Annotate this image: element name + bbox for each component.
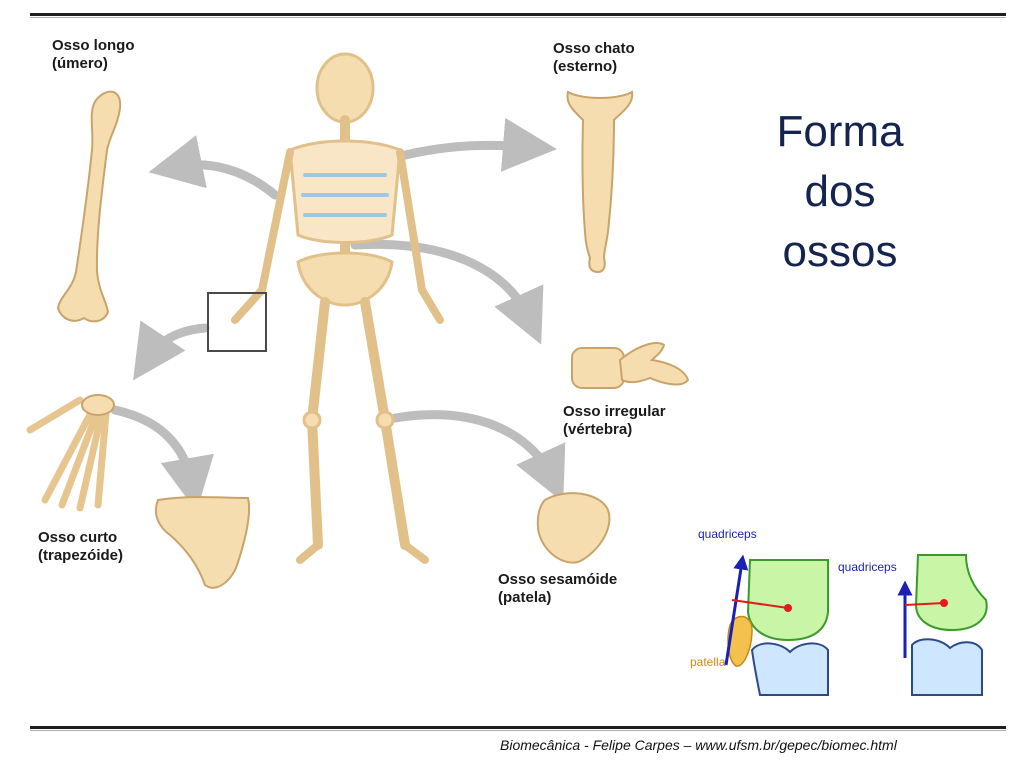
right-femur	[914, 554, 988, 632]
short-bone-name: Osso curto	[38, 529, 118, 546]
humerus-bone	[56, 90, 122, 323]
long-bone-name: Osso longo	[52, 37, 135, 54]
arrow-to-short-bone	[133, 320, 210, 381]
trapezoid-bone	[154, 496, 251, 589]
hand-highlight-box	[207, 292, 267, 352]
left-quadriceps-label: quadriceps	[698, 527, 757, 541]
left-femur	[746, 559, 829, 642]
irregular-bone-name: Osso irregular	[563, 403, 666, 420]
arrow-hand-to-trapezoid	[110, 405, 214, 512]
sternum-bone	[566, 90, 634, 274]
vertebra-bone	[571, 342, 690, 389]
flat-bone-name: Osso chato	[553, 40, 635, 57]
right-joint-center	[940, 599, 948, 607]
sesamoid-bone-label: Osso sesamóide (patela)	[498, 571, 617, 607]
long-bone-example: (úmero)	[52, 55, 108, 72]
sesamoid-bone-example: (patela)	[498, 589, 552, 606]
page-title: Forma dos ossos	[752, 102, 928, 282]
long-bone-label: Osso longo (úmero)	[52, 37, 135, 73]
left-tibia	[750, 642, 829, 696]
arrow-to-sesamoid-bone	[390, 410, 566, 503]
short-bone-label: Osso curto (trapezóide)	[38, 529, 123, 565]
knee-diagram: quadriceps quadriceps patella	[690, 527, 988, 696]
right-moment-arm	[904, 602, 945, 606]
footer-credit: Biomecânica - Felipe Carpes – www.ufsm.b…	[500, 737, 897, 753]
title-line-3: ossos	[782, 227, 898, 276]
sesamoid-bone-name: Osso sesamóide	[498, 571, 618, 588]
right-tibia	[911, 638, 983, 696]
hand-bones	[26, 394, 115, 512]
title-line-1: Forma	[776, 107, 904, 156]
patella-bone	[536, 492, 611, 564]
short-bone-example: (trapezóide)	[38, 547, 124, 564]
skeleton-figure	[231, 52, 444, 564]
irregular-bone-label: Osso irregular (vértebra)	[563, 403, 666, 439]
left-force-arrow	[724, 554, 749, 666]
arrow-to-irregular-bone	[350, 239, 544, 345]
title-line-2: dos	[804, 167, 876, 216]
patella-label: patella	[690, 655, 726, 669]
irregular-bone-example: (vértebra)	[563, 421, 633, 438]
left-moment-arm	[731, 599, 789, 609]
flat-bone-label: Osso chato (esterno)	[553, 40, 635, 76]
right-quadriceps-label: quadriceps	[838, 560, 897, 574]
bottom-rule	[30, 726, 1006, 731]
flat-bone-example: (esterno)	[553, 58, 618, 75]
arrow-to-long-bone	[148, 135, 280, 200]
top-rule	[30, 13, 1006, 18]
left-joint-center	[784, 604, 792, 612]
